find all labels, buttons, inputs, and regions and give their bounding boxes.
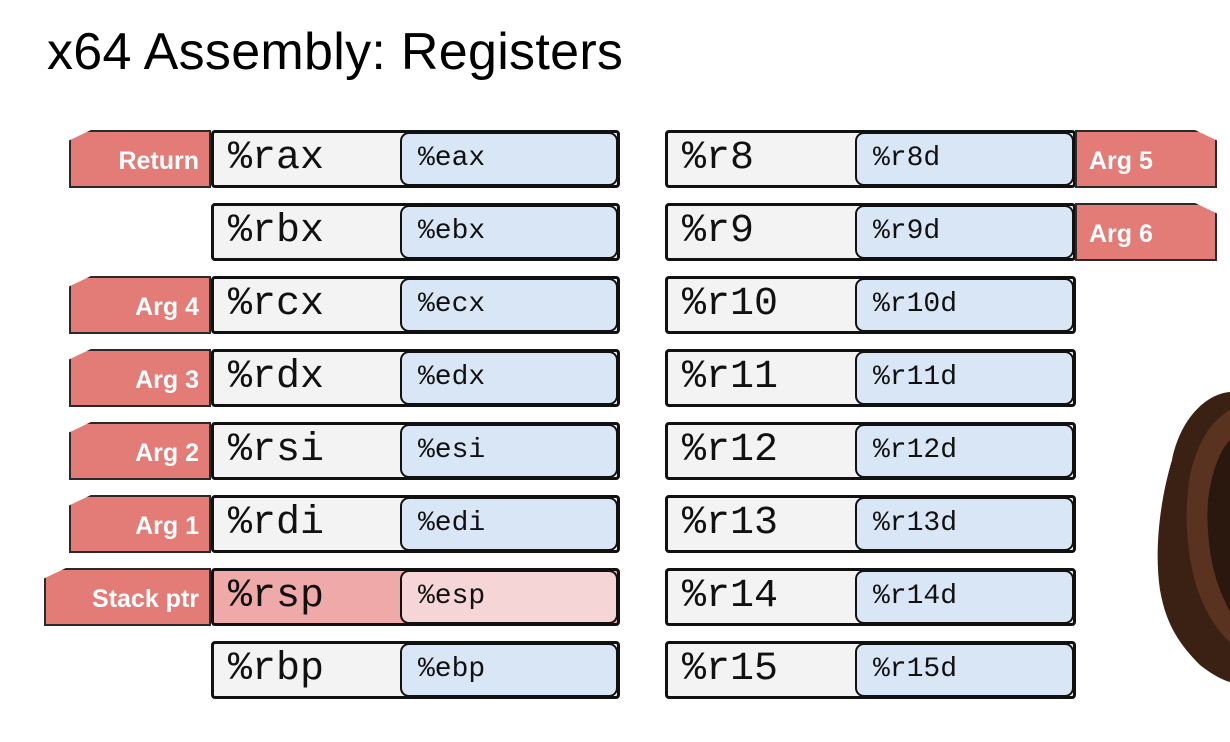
reg32-label: %ecx — [400, 278, 618, 332]
reg32-label: %r15d — [855, 643, 1074, 697]
register-r15: %r15 %r15d — [665, 641, 1076, 699]
tag-return: Return — [69, 130, 211, 188]
reg64-label: %r10 — [682, 282, 779, 327]
register-rdi: %rdi %edi — [211, 495, 620, 553]
reg32-label: %esi — [400, 424, 618, 478]
reg64-label: %rax — [228, 136, 325, 181]
tag-arg4: Arg 4 — [69, 276, 211, 334]
register-r8: %r8 %r8d — [665, 130, 1076, 188]
register-rsi: %rsi %esi — [211, 422, 620, 480]
register-rdx: %rdx %edx — [211, 349, 620, 407]
reg64-label: %rbx — [228, 209, 325, 254]
reg32-label: %edx — [400, 351, 618, 405]
reg64-label: %rdi — [228, 501, 325, 546]
reg32-label: %ebx — [400, 205, 618, 259]
register-rsp: %rsp %esp — [211, 568, 620, 626]
reg64-label: %r14 — [682, 574, 779, 619]
reg64-label: %rbp — [228, 647, 325, 692]
reg64-label: %rsp — [228, 574, 325, 619]
reg64-label: %r8 — [682, 136, 755, 181]
person-photo — [1150, 380, 1230, 700]
tag-arg3: Arg 3 — [69, 349, 211, 407]
register-r9: %r9 %r9d — [665, 203, 1076, 261]
register-rbp: %rbp %ebp — [211, 641, 620, 699]
register-r12: %r12 %r12d — [665, 422, 1076, 480]
reg64-label: %r15 — [682, 647, 779, 692]
reg64-label: %r12 — [682, 428, 779, 473]
register-r13: %r13 %r13d — [665, 495, 1076, 553]
reg32-label: %r14d — [855, 570, 1074, 624]
register-rax: %rax %eax — [211, 130, 620, 188]
reg32-label: %r8d — [855, 132, 1074, 186]
reg32-label: %r11d — [855, 351, 1074, 405]
reg32-label: %r12d — [855, 424, 1074, 478]
reg32-label: %edi — [400, 497, 618, 551]
reg32-label: %esp — [400, 570, 618, 624]
reg64-label: %r11 — [682, 355, 779, 400]
reg64-label: %r9 — [682, 209, 755, 254]
tag-stack-ptr: Stack ptr — [44, 568, 211, 626]
reg32-label: %r13d — [855, 497, 1074, 551]
register-rbx: %rbx %ebx — [211, 203, 620, 261]
reg32-label: %r10d — [855, 278, 1074, 332]
slide-title: x64 Assembly: Registers — [47, 23, 624, 81]
tag-arg6: Arg 6 — [1075, 203, 1217, 261]
reg64-label: %rdx — [228, 355, 325, 400]
register-rcx: %rcx %ecx — [211, 276, 620, 334]
register-r11: %r11 %r11d — [665, 349, 1076, 407]
register-r14: %r14 %r14d — [665, 568, 1076, 626]
tag-arg1: Arg 1 — [69, 495, 211, 553]
reg32-label: %eax — [400, 132, 618, 186]
tag-arg2: Arg 2 — [69, 422, 211, 480]
reg32-label: %ebp — [400, 643, 618, 697]
reg32-label: %r9d — [855, 205, 1074, 259]
tag-arg5: Arg 5 — [1075, 130, 1217, 188]
reg64-label: %rsi — [228, 428, 325, 473]
reg64-label: %rcx — [228, 282, 325, 327]
register-r10: %r10 %r10d — [665, 276, 1076, 334]
reg64-label: %r13 — [682, 501, 779, 546]
